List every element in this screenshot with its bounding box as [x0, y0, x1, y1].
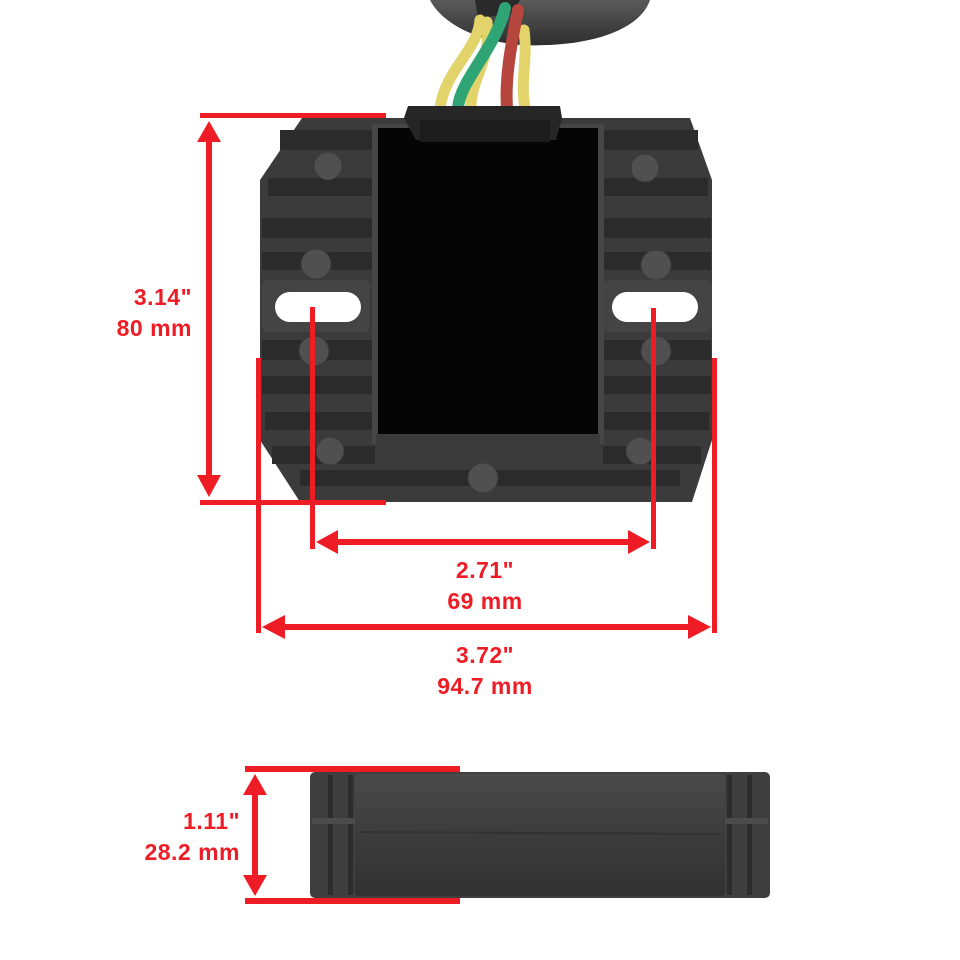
mount-slot-right: [612, 292, 698, 322]
thickness-inches: 1.11": [183, 808, 240, 834]
width-dimension-label: 3.72" 94.7 mm: [400, 640, 570, 702]
dimension-lines-top: [197, 113, 717, 639]
regulator-side-view: [310, 772, 770, 898]
wire-harness: [430, 0, 650, 114]
thickness-dimension-label: 1.11" 28.2 mm: [110, 806, 240, 868]
height-inches: 3.14": [133, 284, 192, 310]
width-inches: 3.72": [455, 642, 515, 668]
mount-slot-left: [275, 292, 361, 322]
dimension-lines-side: [243, 766, 460, 904]
height-dimension-label: 3.14" 80 mm: [90, 282, 192, 344]
width-mm: 94.7 mm: [437, 673, 533, 699]
regulator-top-view: [260, 106, 712, 502]
hole-spacing-inches: 2.71": [455, 557, 515, 583]
hole-spacing-mm: 69 mm: [447, 588, 523, 614]
hole-spacing-dimension-label: 2.71" 69 mm: [400, 555, 570, 617]
thickness-mm: 28.2 mm: [144, 839, 240, 865]
height-mm: 80 mm: [116, 315, 192, 341]
